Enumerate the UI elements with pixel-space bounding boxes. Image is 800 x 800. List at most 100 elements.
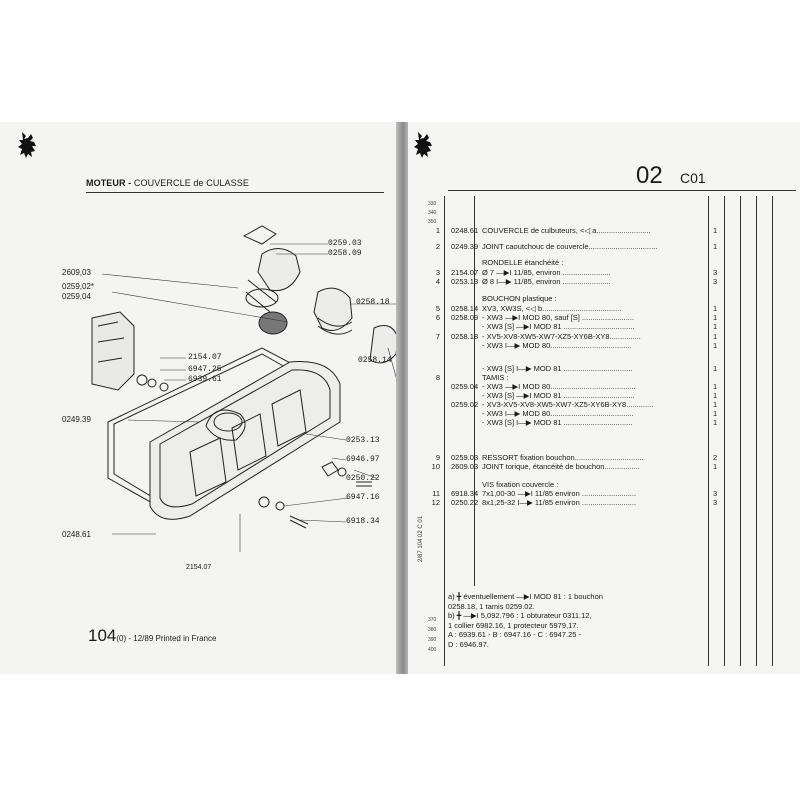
part-description: - XW3 I—▶ MOD 80........................…	[482, 341, 632, 350]
group-heading: RONDELLE étanchéité :	[482, 258, 564, 267]
column-rule	[444, 196, 445, 666]
part-reference: 0258.14	[451, 304, 479, 313]
part-quantity: 1	[713, 364, 718, 373]
footnote-line: 0258.18, 1 tamis 0259.02.	[448, 601, 535, 611]
row-codes-top: 330 340 350	[428, 200, 436, 227]
footnote-line: 1 collier 6982.16, 1 protecteur 5979,17.	[448, 620, 579, 630]
page-number: 104	[88, 626, 117, 645]
section-code: 02	[636, 162, 663, 189]
row-codes-bottom: 370 380 390 400	[428, 615, 436, 655]
part-reference: 0250.22	[451, 498, 479, 507]
part-reference: 2154.07	[451, 268, 479, 277]
footer-print-info: (0) - 12/89 Printed in France	[116, 634, 217, 643]
callout-0249-39: 0249.39	[62, 415, 91, 424]
part-description: COUVERCLE de culbuteurs, <◁ a...........…	[482, 226, 651, 235]
callout-0259-03: 0259.03	[328, 239, 362, 248]
part-quantity: 1	[713, 391, 718, 400]
footnote-line: A : 6939.61 - B : 6947.16 - C : 6947.25 …	[448, 630, 582, 639]
page-footer: 104(0) - 12/89 Printed in France	[88, 626, 216, 646]
header-rule	[86, 192, 384, 193]
right-page: 02 C01 330 340 350 370 380 390 400 2/87 …	[408, 122, 800, 674]
part-quantity: 3	[713, 498, 718, 507]
item-number: 2	[435, 242, 440, 251]
callout-6918-34: 6918.34	[346, 517, 380, 526]
group-heading: BOUCHON plastique :	[482, 294, 557, 303]
row-code: 330	[428, 201, 437, 207]
part-quantity: 1	[713, 382, 718, 391]
item-number: 4	[435, 277, 440, 286]
part-quantity: 1	[713, 341, 718, 350]
footnote-line: b) ╋ —▶I 5,092.796 : 1 obturateur 0311.1…	[448, 611, 592, 620]
column-rule	[772, 196, 773, 666]
part-reference: 0258.18	[451, 332, 479, 341]
part-description: Ø 8 I—▶ 11/85, environ .................…	[482, 277, 611, 286]
callout-0248-61: 0248.61	[62, 530, 91, 539]
part-description: 7x1,00-30 —▶I 11/85 environ ............…	[482, 489, 637, 498]
part-description: - XW3 [S] I—▶ MOD 81 ...................…	[482, 364, 633, 373]
callout-0258-09: 0258.09	[328, 249, 362, 258]
part-reference: 0258.09	[451, 313, 479, 322]
column-rule	[474, 196, 475, 586]
part-description: - XV3-XV5-XV8-XW5-XW7-XZ5-XY6B-XY8......…	[482, 400, 654, 409]
part-reference: 0259.03	[451, 453, 479, 462]
column-rule	[724, 196, 725, 666]
item-number: 5	[435, 304, 440, 313]
part-quantity: 1	[713, 418, 718, 427]
left-page: MOTEUR - COUVERCLE de CULASSE	[0, 122, 400, 674]
part-description: JOINT torique, étancéité de bouchon.....…	[482, 462, 640, 471]
part-quantity: 2	[713, 453, 718, 462]
part-quantity: 1	[713, 332, 718, 341]
part-description: - XW3 [S] —▶I MOD 81 ...................…	[482, 322, 635, 331]
callout-6946-97: 6946.97	[346, 455, 380, 464]
column-rule	[740, 196, 741, 666]
item-number: 10	[431, 462, 440, 471]
part-reference: 2609.03	[451, 462, 479, 471]
footnote-line: a) ╋ éventuellement —▶I MOD 81 : 1 bouch…	[448, 592, 603, 601]
part-description: - XW3 —▶I MOD 80, sauf [S] .............…	[482, 313, 635, 322]
part-reference: 0249.39	[451, 242, 479, 251]
item-number: 6	[435, 313, 440, 322]
part-quantity: 3	[713, 268, 718, 277]
part-description: - XW3 [S] I—▶ MOD 81 ...................…	[482, 418, 633, 427]
part-quantity: 1	[713, 226, 718, 235]
item-number: 7	[435, 332, 440, 341]
callout-0258-18: 0258.18	[356, 298, 390, 307]
item-number: 8	[435, 373, 440, 382]
footnotes: a) ╋ éventuellement —▶I MOD 81 : 1 bouch…	[448, 592, 603, 649]
callout-6947-25: 6947.25	[188, 365, 222, 374]
footnote-line: D : 6946.97.	[448, 639, 489, 649]
header-rule	[448, 190, 796, 191]
part-reference: 0248.61	[451, 226, 479, 235]
group-heading: VIS fixation couvercle :	[482, 480, 559, 489]
part-quantity: 1	[713, 400, 718, 409]
part-quantity: 1	[713, 242, 718, 251]
peugeot-lion-logo-icon	[16, 130, 40, 160]
part-description: - XW3 —▶I MOD 80........................…	[482, 382, 636, 391]
part-description: - XW3 I—▶ MOD 80........................…	[482, 409, 634, 418]
part-description: - XV5-XV8-XW5-XW7-XZ5-XY6B-XY8..........…	[482, 332, 641, 341]
page-header: MOTEUR - COUVERCLE de CULASSE	[86, 178, 249, 188]
item-number: 11	[432, 489, 440, 498]
callout-0259-02: 0259,02*	[62, 282, 95, 291]
row-code: 370	[428, 617, 437, 623]
callout-6939-61: 6939.61	[188, 375, 222, 384]
part-quantity: 3	[713, 489, 718, 498]
group-heading: TAMIS :	[482, 373, 509, 382]
part-reference: 0259.02	[451, 400, 479, 409]
scanned-document: MOTEUR - COUVERCLE de CULASSE	[0, 122, 800, 674]
header-title: COUVERCLE de CULASSE	[133, 178, 249, 188]
item-number: 3	[435, 268, 440, 277]
part-description: Ø 7 —▶I 11/85, environ .................…	[482, 268, 611, 277]
item-number: 9	[435, 453, 440, 462]
column-rule	[708, 196, 709, 666]
part-quantity: 3	[713, 277, 718, 286]
header-section: MOTEUR -	[86, 178, 132, 188]
row-code: 380	[428, 627, 437, 633]
row-code: 400	[428, 647, 437, 653]
part-description: - XW3 [S] —▶I MOD 81 ...................…	[482, 391, 635, 400]
part-quantity: 1	[713, 462, 718, 471]
callout-2609-03: 2609,03	[62, 268, 91, 277]
callout-0253-13: 0253.13	[346, 436, 380, 445]
part-description: JOINT caoutchouc de couvercle...........…	[482, 242, 658, 251]
